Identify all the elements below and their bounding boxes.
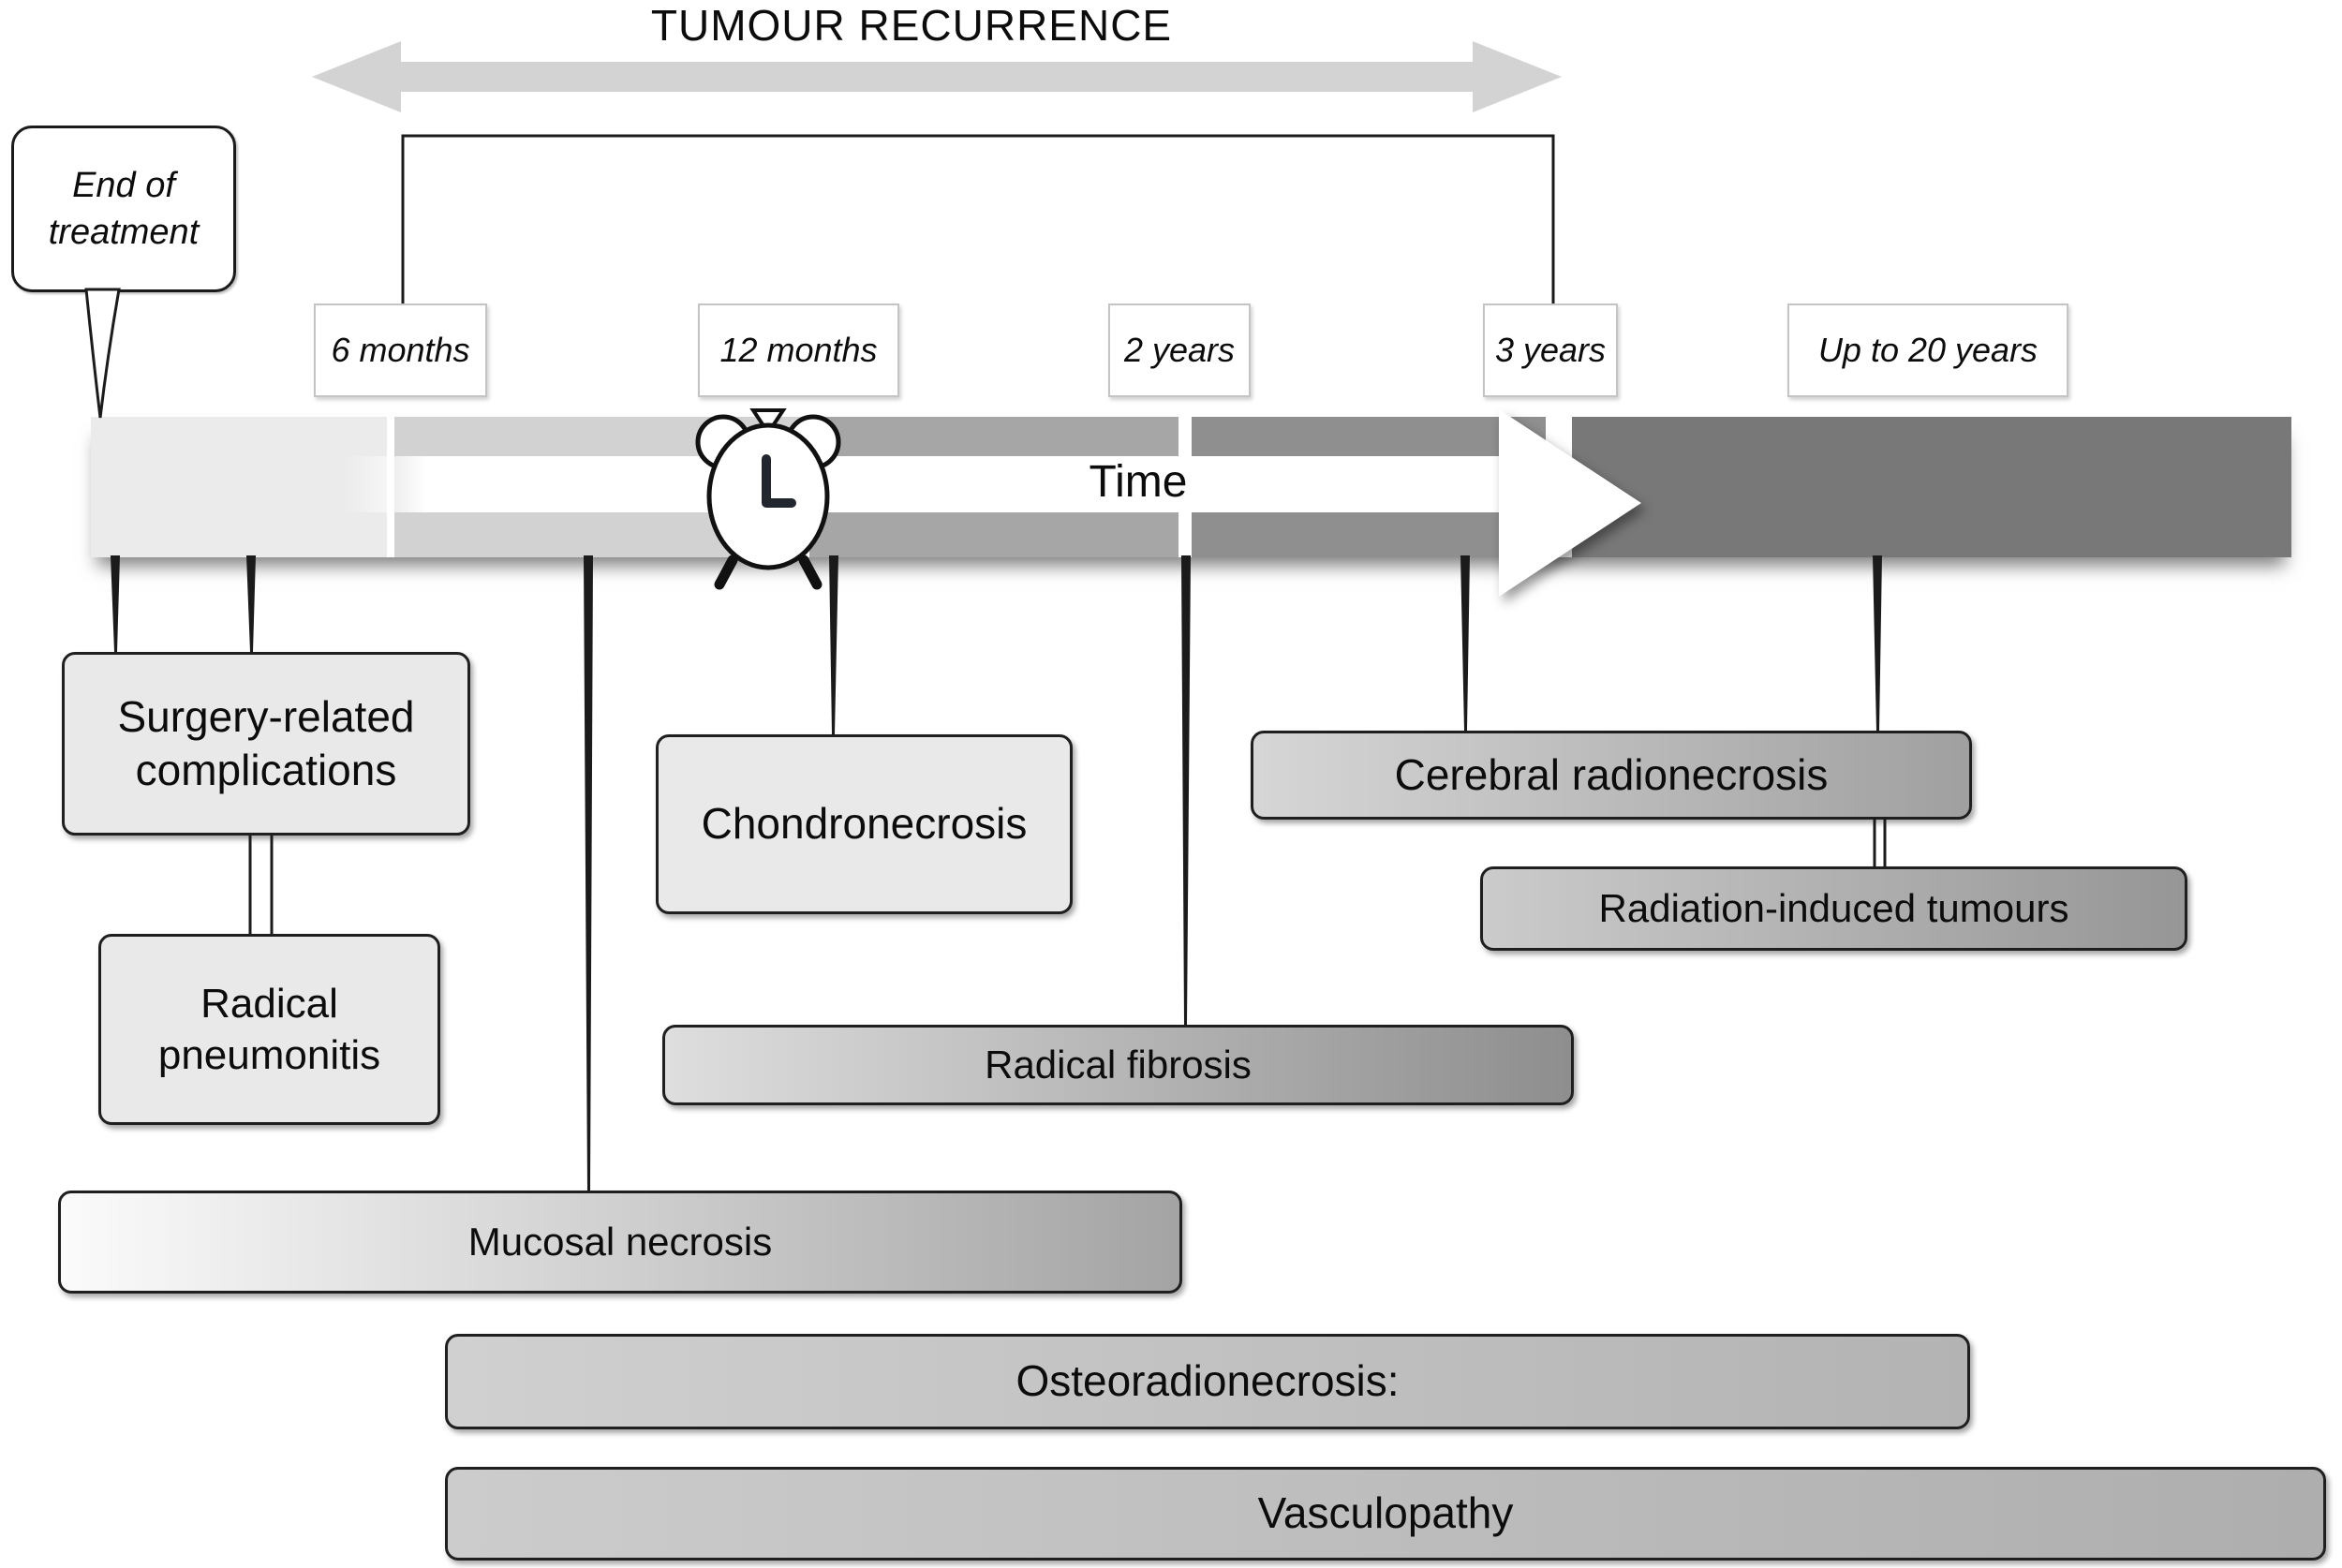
connector-bar-chondronecrosis — [829, 555, 838, 734]
box-vasculopathy: Vasculopathy — [445, 1467, 2326, 1561]
tumour-recurrence-arrow — [312, 41, 1562, 112]
connector-bar-fibrosis — [1181, 555, 1191, 1025]
connector-bar-cerebral-right — [1873, 555, 1882, 731]
marker-up-to-20-years: Up to 20 years — [1787, 303, 2068, 397]
connector-bar-cerebral-left — [1460, 555, 1470, 731]
connector-bar-mucosal — [584, 555, 593, 1191]
figure-title: TUMOUR RECURRENCE — [650, 1, 1173, 50]
box-mucosal-necrosis: Mucosal necrosis — [58, 1191, 1182, 1294]
box-surgery-related-complications: Surgery-related complications — [62, 652, 470, 836]
box-osteoradionecrosis: Osteoradionecrosis: — [445, 1334, 1970, 1429]
box-cerebral-radionecrosis: Cerebral radionecrosis — [1251, 731, 1972, 820]
box-radical-pneumonitis: Radical pneumonitis — [98, 934, 440, 1125]
time-arrow-body — [342, 456, 1499, 512]
marker-3-years: 3 years — [1483, 303, 1618, 397]
time-arrow-head — [1499, 409, 1641, 597]
end-of-treatment-callout: End of treatment — [11, 126, 236, 292]
connector-bar-surgery-1 — [111, 555, 120, 652]
connector-bar-surgery-2 — [246, 555, 256, 652]
recurrence-bracket — [401, 134, 1555, 303]
box-chondronecrosis: Chondronecrosis — [656, 734, 1073, 914]
end-of-treatment-label: End of treatment — [48, 165, 200, 252]
time-label: Time — [1089, 456, 1188, 507]
box-radiation-induced-tumours: Radiation-induced tumours — [1480, 866, 2187, 951]
box-radical-fibrosis: Radical fibrosis — [662, 1025, 1574, 1105]
marker-6-months: 6 months — [314, 303, 487, 397]
end-of-treatment-tail — [84, 288, 121, 419]
marker-2-years: 2 years — [1108, 303, 1251, 397]
timeline-segment-3y-20y — [1572, 417, 2291, 557]
marker-12-months: 12 months — [698, 303, 899, 397]
timeline-segment-start-6mo — [91, 417, 387, 557]
